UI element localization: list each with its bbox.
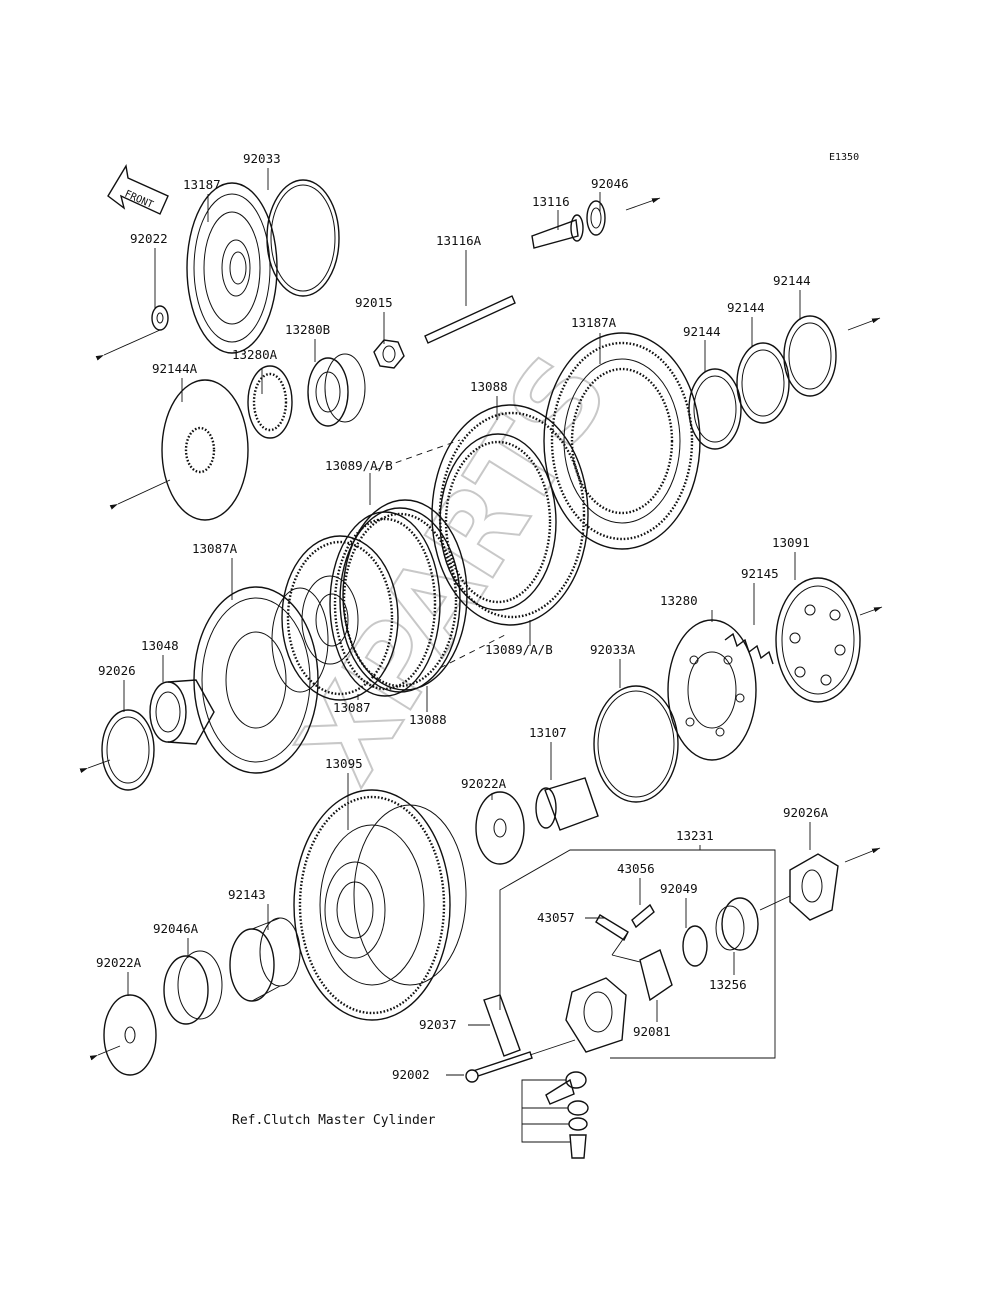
part-label-92033A: 92033A — [590, 642, 636, 657]
part-label-43057: 43057 — [537, 910, 575, 925]
part-label-92026A: 92026A — [783, 805, 829, 820]
part-label-92049: 92049 — [660, 881, 698, 896]
assembly-lines — [79, 197, 883, 1143]
part-label-13280A: 13280A — [232, 347, 278, 362]
part-label-92144-a: 92144 — [683, 324, 721, 339]
part-label-92046: 92046 — [591, 176, 629, 191]
part-label-92081: 92081 — [633, 1024, 671, 1039]
part-labels: 92033 13187 92022 92046 13116 13116A 920… — [96, 151, 829, 1082]
part-label-13231: 13231 — [676, 828, 714, 843]
part-label-43056: 43056 — [617, 861, 655, 876]
part-label-13087A: 13087A — [192, 541, 238, 556]
part-label-13280B: 13280B — [285, 322, 330, 337]
part-label-92002: 92002 — [392, 1067, 430, 1082]
part-label-13087: 13087 — [333, 700, 371, 715]
part-label-13091: 13091 — [772, 535, 810, 550]
part-label-92046A: 92046A — [153, 921, 199, 936]
part-label-13116A: 13116A — [436, 233, 482, 248]
part-label-13116: 13116 — [532, 194, 570, 209]
part-label-92143: 92143 — [228, 887, 266, 902]
part-label-13107: 13107 — [529, 725, 567, 740]
part-label-92144-b: 92144 — [727, 300, 765, 315]
part-label-92015: 92015 — [355, 295, 393, 310]
front-direction-arrow: FRONT — [107, 164, 169, 215]
part-label-13048: 13048 — [141, 638, 179, 653]
part-label-13095: 13095 — [325, 756, 363, 771]
part-label-13089-top: 13089/A/B — [325, 458, 393, 473]
part-label-13088-top: 13088 — [470, 379, 508, 394]
part-label-92144A: 92144A — [152, 361, 198, 376]
part-label-92026: 92026 — [98, 663, 136, 678]
part-label-92022: 92022 — [130, 231, 168, 246]
part-label-92022A-top: 92022A — [461, 776, 507, 791]
part-drawings — [101, 179, 861, 1159]
leader-lines — [123, 168, 811, 1076]
part-label-92022A-bottom: 92022A — [96, 955, 142, 970]
part-label-13088-bottom: 13088 — [409, 712, 447, 727]
part-label-92144-c: 92144 — [773, 273, 811, 288]
part-label-13089-bottom: 13089/A/B — [485, 642, 553, 657]
part-label-13280: 13280 — [660, 593, 698, 608]
part-label-92037: 92037 — [419, 1017, 457, 1032]
part-label-13187A: 13187A — [571, 315, 617, 330]
part-label-13256: 13256 — [709, 977, 747, 992]
diagram-code: E1350 — [829, 152, 859, 163]
part-label-92145: 92145 — [741, 566, 779, 581]
reference-note: Ref.Clutch Master Cylinder — [232, 1113, 436, 1128]
part-label-92033: 92033 — [243, 151, 281, 166]
part-label-13187: 13187 — [183, 177, 221, 192]
